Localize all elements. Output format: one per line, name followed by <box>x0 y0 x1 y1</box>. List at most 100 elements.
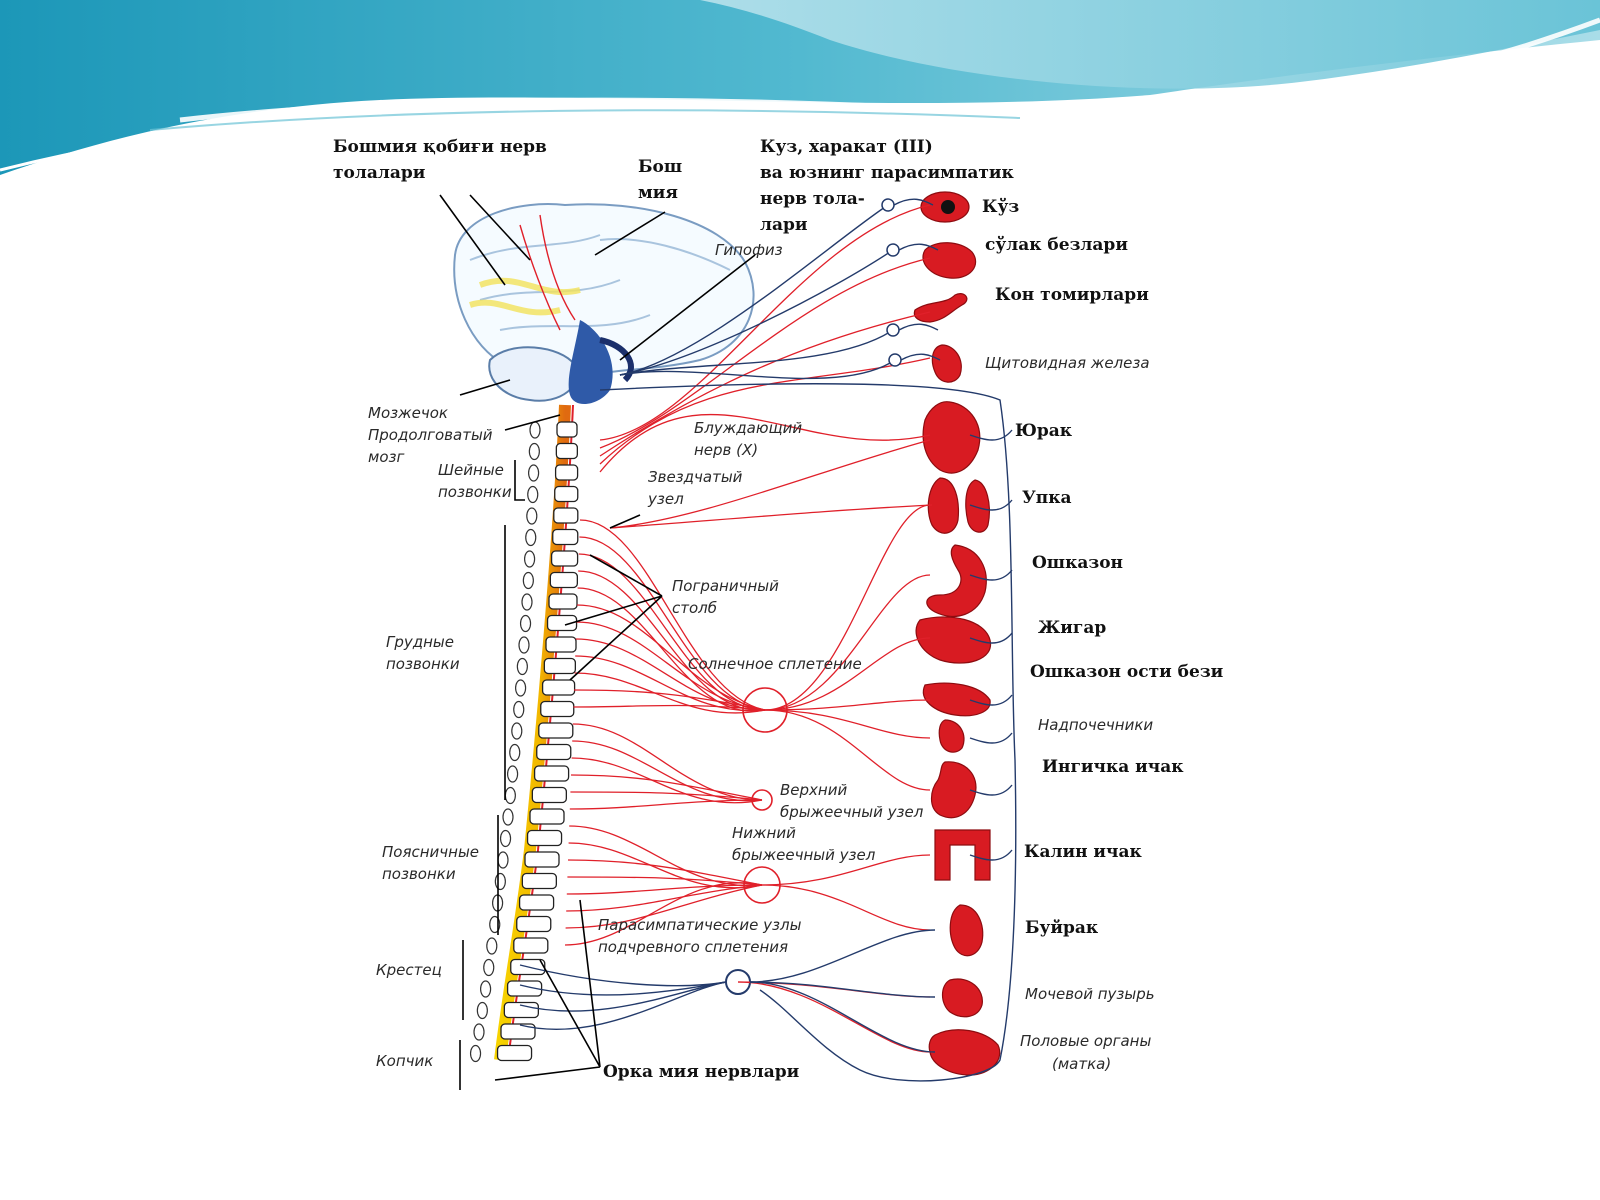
organ-label-small-intestine: Ингичка ичак <box>1042 757 1184 777</box>
stellate-fiber <box>609 439 931 529</box>
sympathetic-fiber <box>579 536 766 711</box>
vertebra-outline <box>497 851 509 869</box>
label-cerebellum: Мозжечок <box>368 404 448 422</box>
parasympathetic-fiber <box>619 204 889 376</box>
label-cortex-fibers-2: толалари <box>333 163 426 183</box>
parasympathetic-fiber <box>898 243 939 251</box>
organ-label-stomach: Ошказон <box>1032 553 1123 573</box>
vertebra-outline <box>511 722 523 740</box>
label-stellate-2: узел <box>647 490 684 508</box>
label-coccyx: Копчик <box>376 1052 433 1070</box>
label-border-column-2: столб <box>672 599 717 617</box>
vertebra-body <box>533 765 570 782</box>
cervical-sympathetic-fiber <box>599 357 931 465</box>
vertebra-body <box>540 700 575 718</box>
vertebra-body <box>556 421 578 438</box>
label-cortex-fibers-1: Бошмия қобиғи нерв <box>333 137 547 157</box>
heart-organ <box>922 401 981 474</box>
sympathetic-fiber <box>567 876 763 886</box>
vertebra-body <box>506 980 543 997</box>
organ-label-bladder: Мочевой пузырь <box>1025 985 1155 1003</box>
label-spinal-nerves: Орка мия нервлари <box>603 1062 800 1082</box>
label-eye-parasym-2: ва юзнинг парасимпатик <box>760 163 1015 183</box>
anatomy-labels: Бошмия қобиғи нерв толалари Бош мия Куз,… <box>333 137 1015 1082</box>
label-vagus-1: Блуждающий <box>694 419 802 437</box>
label-hypophysis: Гипофиз <box>715 241 783 259</box>
vertebra-body <box>553 507 579 524</box>
vertebra-outline <box>506 765 519 783</box>
vertebra-outline <box>469 1044 482 1063</box>
organ-label-genitals-1: Половые органы <box>1020 1032 1151 1050</box>
label-eye-parasym-4: лари <box>760 215 808 235</box>
label-medulla-2: мозг <box>368 448 404 466</box>
ganglion-organ-fiber <box>761 884 931 931</box>
ganglion <box>751 789 773 811</box>
label-inf-mesenteric-2: брыжеечный узел <box>732 846 876 864</box>
vertebra-outline <box>480 980 492 998</box>
salivary-organ <box>922 242 977 279</box>
stomach-organ <box>926 544 987 617</box>
organ-label-salivary: сўлак безлари <box>985 235 1128 255</box>
sacral-parasympathetic-fiber <box>519 981 727 1012</box>
sympathetic-fiber <box>570 774 763 801</box>
vertebra-outline <box>483 958 495 977</box>
vertebra-body <box>526 829 563 847</box>
vertebra-body <box>554 464 579 481</box>
sympathetic-fiber <box>578 553 766 711</box>
sympathetic-fiber <box>567 859 763 886</box>
organ-label-eye: Кўз <box>982 197 1019 217</box>
vertebra-body <box>500 1023 536 1040</box>
header-wave-decoration <box>0 0 1600 175</box>
label-eye-parasym-3: нерв тола- <box>760 189 865 209</box>
ganglion-organ-fiber <box>764 504 931 711</box>
label-eye-parasym-1: Куз, харакат (III) <box>760 137 933 157</box>
parasympathetic-ganglion <box>881 198 895 212</box>
pelvic-parasympathetic-fiber <box>749 981 936 998</box>
vertebra-body <box>546 614 578 632</box>
parasympathetic-ganglion <box>886 243 900 257</box>
label-sup-mesenteric-1: Верхний <box>780 781 847 799</box>
label-solar-plexus: Солнечное сплетение <box>688 655 862 673</box>
vertebra-body <box>503 1001 540 1019</box>
vertebra-body <box>554 485 579 503</box>
sympathetic-fiber <box>568 842 763 889</box>
label-lumbar-2: позвонки <box>382 865 456 883</box>
sympathetic-fiber <box>566 884 763 895</box>
label-vagus-2: нерв (X) <box>694 441 758 459</box>
sympathetic-fiber <box>570 791 763 801</box>
organ-label-kidney: Буйрак <box>1025 918 1099 938</box>
vertebra-outline <box>486 937 498 955</box>
sympathetic-fiber <box>569 799 763 810</box>
vertebra-outline <box>523 550 536 568</box>
leader-lines <box>439 194 756 1090</box>
vertebra-outline <box>527 485 539 504</box>
bladder-organ <box>941 978 983 1018</box>
large-intestine-organ <box>934 829 991 881</box>
organ-label-thyroid: Щитовидная железа <box>985 354 1150 372</box>
vagus-branch <box>969 569 1013 581</box>
pancreas-organ <box>922 682 991 717</box>
parasympathetic-fiber <box>900 353 941 361</box>
vertebra-outline <box>494 872 506 891</box>
vertebra-body <box>543 657 576 675</box>
cervical-sympathetic-fiber <box>599 413 931 473</box>
sympathetic-fiber <box>571 757 763 804</box>
parasympathetic-ganglion <box>888 353 902 367</box>
vertebra-outline <box>521 593 533 611</box>
label-brain-2: мия <box>638 183 678 203</box>
vertebra-outline <box>522 571 534 590</box>
vertebra-body <box>549 571 578 589</box>
organ-label-adrenal: Надпочечники <box>1038 716 1153 734</box>
vagus-branch <box>969 429 1013 441</box>
vertebra-body <box>545 636 577 653</box>
vagus-branch <box>969 849 1013 861</box>
vertebra-outline <box>476 1001 488 1020</box>
organ-labels: Кўз сўлак безлари Кон томирлари Щитовидн… <box>982 197 1224 1073</box>
kidney-organ <box>949 904 984 957</box>
parasympathetic-fiber <box>893 198 934 206</box>
sympathetic-fiber <box>569 825 763 887</box>
vertebra-body <box>516 915 552 933</box>
adrenal-organ <box>938 719 965 753</box>
parasympathetic-ganglion <box>886 323 900 337</box>
